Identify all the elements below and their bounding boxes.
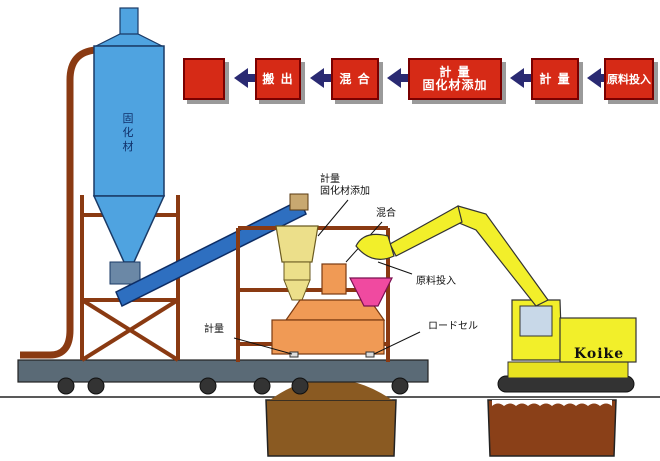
flow-step-weigh-add-line1: 計 量 bbox=[439, 65, 471, 79]
silo-body bbox=[93, 45, 165, 197]
mixer-body bbox=[271, 319, 385, 355]
flow-arrow-3 bbox=[387, 68, 409, 88]
excavator-arm bbox=[389, 205, 463, 257]
excavator-base bbox=[507, 361, 629, 379]
label-weigh: 計量 bbox=[204, 324, 224, 335]
silo-vent bbox=[119, 7, 139, 37]
flow-step-input: 原料投入 bbox=[604, 58, 654, 100]
label-input: 原料投入 bbox=[416, 276, 456, 287]
leader-lines bbox=[233, 199, 421, 355]
mixer-motor bbox=[321, 263, 347, 295]
label-mix: 混合 bbox=[376, 208, 396, 219]
trailer-wheels bbox=[57, 377, 409, 395]
flow-step-weigh: 計 量 bbox=[531, 58, 579, 100]
air-pipe bbox=[20, 46, 97, 359]
silo-roof bbox=[95, 33, 163, 47]
additive-hopper bbox=[275, 225, 319, 263]
silo-label: 固化材 bbox=[122, 112, 134, 153]
excavator-brand: Koike bbox=[574, 346, 625, 362]
rotary-feeder bbox=[109, 261, 141, 285]
flow-step-weigh-add: 計 量 固化材添加 bbox=[408, 58, 502, 100]
excavator-bucket bbox=[355, 233, 395, 260]
flow-arrow-1 bbox=[234, 68, 256, 88]
label-load-cell: ロードセル bbox=[428, 321, 478, 332]
soil-pile bbox=[270, 379, 392, 400]
flow-step-weigh-add-line2: 固化材添加 bbox=[422, 78, 488, 92]
silo-frame bbox=[80, 195, 180, 362]
load-cell-right bbox=[365, 351, 375, 358]
excavator-body bbox=[559, 317, 637, 363]
additive-chute bbox=[283, 279, 311, 301]
excavator bbox=[355, 205, 637, 393]
excavator-window bbox=[519, 305, 553, 337]
pit-right-edge bbox=[492, 400, 612, 406]
additive-weigher bbox=[283, 261, 311, 281]
flow-step-end bbox=[183, 58, 225, 100]
flow-step-out: 搬 出 bbox=[255, 58, 301, 100]
flow-arrow-4 bbox=[510, 68, 532, 88]
label-weigh-add-line1: 計量 bbox=[320, 174, 340, 185]
load-cell-left bbox=[289, 351, 299, 358]
trailer-deck bbox=[17, 359, 429, 383]
excavator-boom bbox=[451, 205, 549, 307]
pit-left bbox=[265, 399, 397, 457]
feed-hopper bbox=[349, 277, 393, 307]
flow-arrow-2 bbox=[310, 68, 332, 88]
label-weigh-add-line2: 固化材添加 bbox=[320, 186, 370, 197]
conveyor-head bbox=[289, 193, 309, 211]
silo-cone bbox=[92, 195, 166, 263]
flow-step-mix: 混 合 bbox=[331, 58, 379, 100]
pit-right bbox=[487, 399, 617, 457]
